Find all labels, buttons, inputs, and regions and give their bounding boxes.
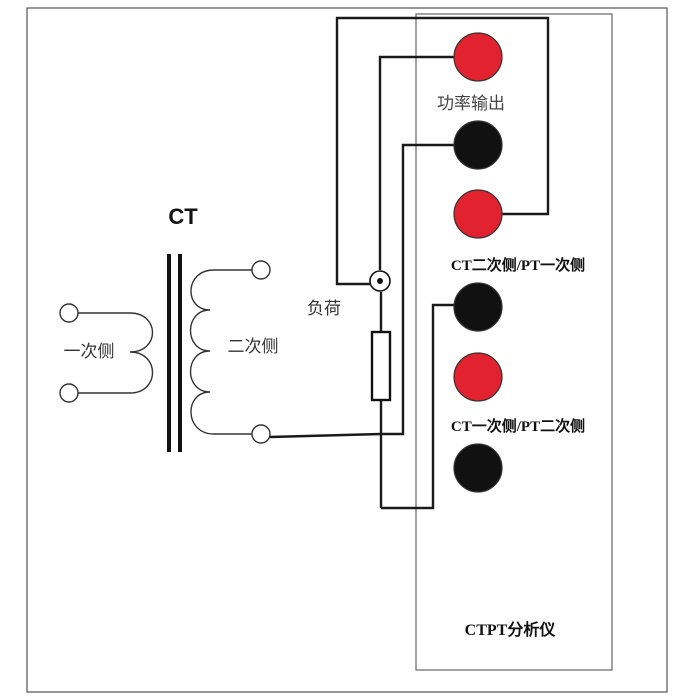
primary-coil <box>59 303 154 403</box>
black-terminal-2 <box>453 282 503 332</box>
ct-label: CT <box>168 204 198 229</box>
red-terminal-3 <box>453 352 503 402</box>
secondary-terminal-top <box>251 260 271 280</box>
power-output-label: 功率输出 <box>437 94 505 113</box>
secondary-terminal-bottom <box>251 424 271 444</box>
red-terminal-1 <box>453 32 503 82</box>
analyzer-label: CTPT分析仪 <box>465 620 557 639</box>
red-terminal-2 <box>453 189 503 239</box>
secondary-coil <box>189 260 271 444</box>
ct-secondary-pt-primary-label: CT二次侧/PT一次侧 <box>451 256 585 274</box>
load-label: 负荷 <box>307 299 341 318</box>
analyzer-box <box>415 13 613 671</box>
load-node-dot <box>377 278 383 284</box>
secondary-label: 二次侧 <box>228 337 279 356</box>
load-resistor <box>370 330 392 402</box>
outer-frame <box>26 7 668 693</box>
black-terminal-3 <box>453 443 503 493</box>
wiring <box>269 16 550 510</box>
black-terminal-1 <box>453 120 503 170</box>
primary-label: 一次侧 <box>64 342 115 361</box>
ct-primary-pt-secondary-label: CT一次侧/PT二次侧 <box>451 417 585 435</box>
primary-terminal-top <box>59 303 79 323</box>
primary-terminal-bottom <box>59 383 79 403</box>
